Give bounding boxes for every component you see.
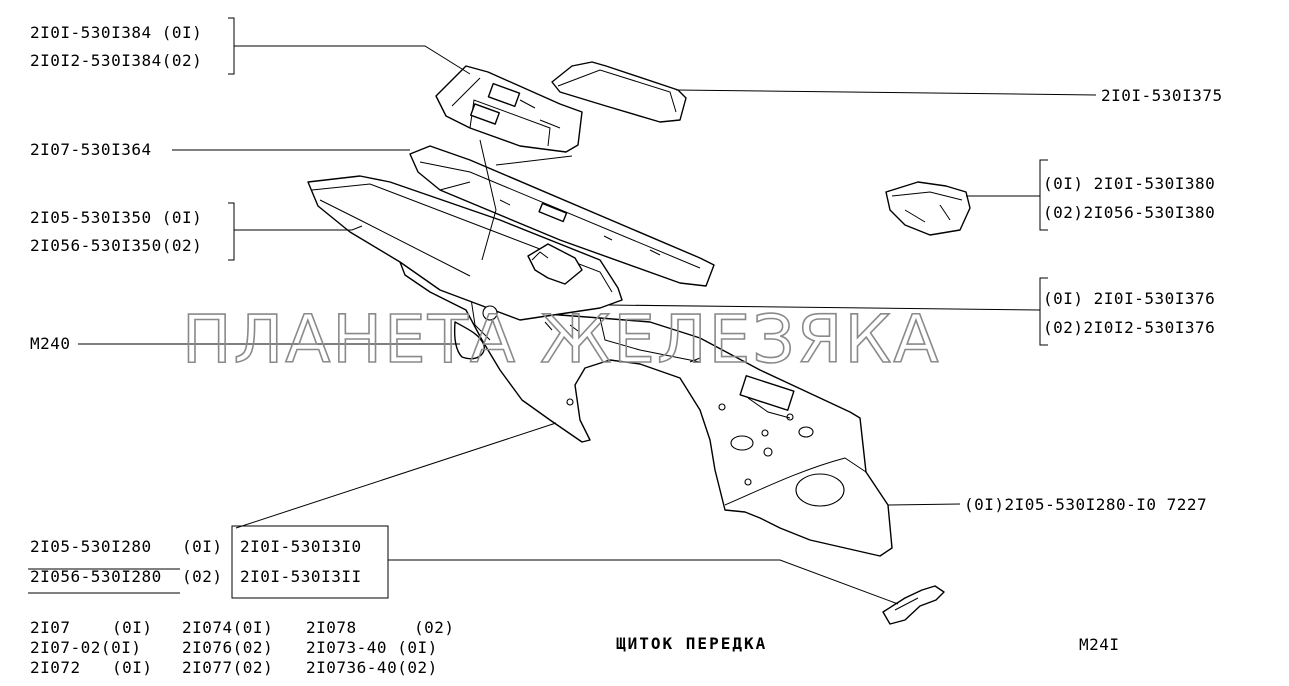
- model-cell: 2I07: [30, 618, 71, 637]
- label-right-bracket-01: (0I) 2I0I-530I380: [1043, 174, 1215, 193]
- label-cover: 2I0I-530I375: [1101, 86, 1223, 105]
- model-cell: 2I077(02): [182, 658, 273, 677]
- label-clip-02: 2I0I-530I3II: [240, 567, 362, 586]
- model-cell: 2I07-02(0I): [30, 638, 141, 657]
- small-bracket-part: [527, 243, 583, 285]
- model-cell: 2I073-40 (0I): [306, 638, 438, 657]
- watermark: ПЛАНЕТА ЖЕЛЕЗЯКА: [182, 301, 940, 378]
- label-clip-01: 2I0I-530I3I0: [240, 537, 362, 556]
- label-top-bracket-02: 2I0I2-530I384(02): [30, 51, 202, 70]
- label-upper-channel: 2I07-530I364: [30, 140, 152, 159]
- model-cell: (02): [414, 618, 455, 637]
- cover-part: [551, 61, 687, 123]
- model-cell: 2I074(0I): [182, 618, 273, 637]
- label-small-bracket-02: (02)2I0I2-530I376: [1043, 318, 1215, 337]
- model-cell: 2I0736-40(02): [306, 658, 438, 677]
- top-bracket-part: [435, 65, 583, 153]
- label-lower-channel-01: 2I05-530I350 (0I): [30, 208, 202, 227]
- label-dash-panel-01-variant: (0I): [182, 537, 223, 556]
- guide-line: [479, 139, 497, 261]
- label-lower-channel-02: 2I056-530I350(02): [30, 236, 202, 255]
- leader-lines: [28, 17, 1097, 605]
- label-dash-panel-02: 2I056-530I280: [30, 567, 162, 586]
- page-code: M24I: [1079, 635, 1120, 654]
- model-cell: 2I072: [30, 658, 81, 677]
- label-dash-panel-right: (0I)2I05-530I280-I0 7227: [964, 495, 1207, 514]
- dash-panel-part: [399, 261, 893, 557]
- upper-channel-part: [409, 145, 715, 287]
- lower-channel-part: [307, 175, 623, 360]
- model-cell: 2I076(02): [182, 638, 273, 657]
- models-table: 2I07 (0I) 2I074(0I) 2I078 (02) 2I07-02(0…: [30, 618, 455, 677]
- model-cell: 2I078: [306, 618, 357, 637]
- model-cell: (0I): [112, 658, 153, 677]
- label-dash-panel-02-variant: (02): [182, 567, 223, 586]
- label-m240: M240: [30, 334, 71, 353]
- right-bracket-part: [885, 181, 971, 236]
- clip-part: [882, 585, 945, 625]
- model-cell: (0I): [112, 618, 153, 637]
- label-right-bracket-02: (02)2I056-530I380: [1043, 203, 1215, 222]
- diagram-title: ЩИТОК ПЕРЕДКА: [616, 634, 767, 653]
- label-small-bracket-01: (0I) 2I0I-530I376: [1043, 289, 1215, 308]
- guide-line-2: [495, 155, 573, 166]
- label-dash-panel-01: 2I05-530I280: [30, 537, 152, 556]
- label-top-bracket-01: 2I0I-530I384 (0I): [30, 23, 202, 42]
